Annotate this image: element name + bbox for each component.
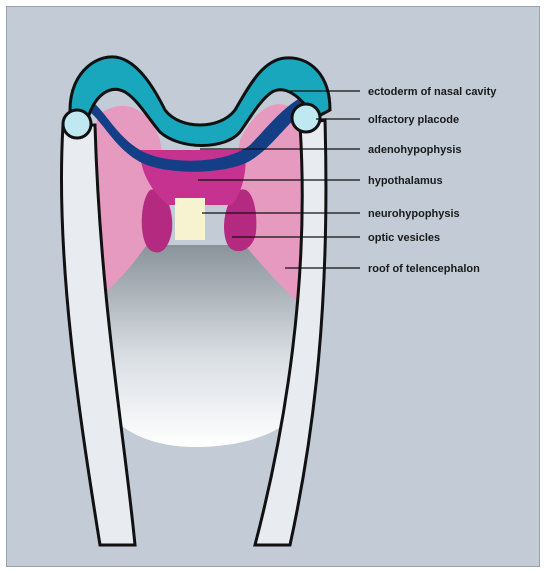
label-neurohypophysis: neurohypophysis [368, 208, 460, 220]
olfactory-placode-left [63, 110, 91, 138]
label-hypothalamus: hypothalamus [368, 175, 443, 187]
neurohypophysis-region [175, 198, 205, 240]
olfactory-placode-right [292, 104, 320, 132]
label-optic-vesicles: optic vesicles [368, 232, 440, 244]
label-olfactory-placode: olfactory placode [368, 114, 459, 126]
label-roof-telencephalon: roof of telencephalon [368, 263, 480, 275]
label-adenohypophysis: adenohypophysis [368, 144, 462, 156]
label-ectoderm: ectoderm of nasal cavity [368, 86, 497, 98]
